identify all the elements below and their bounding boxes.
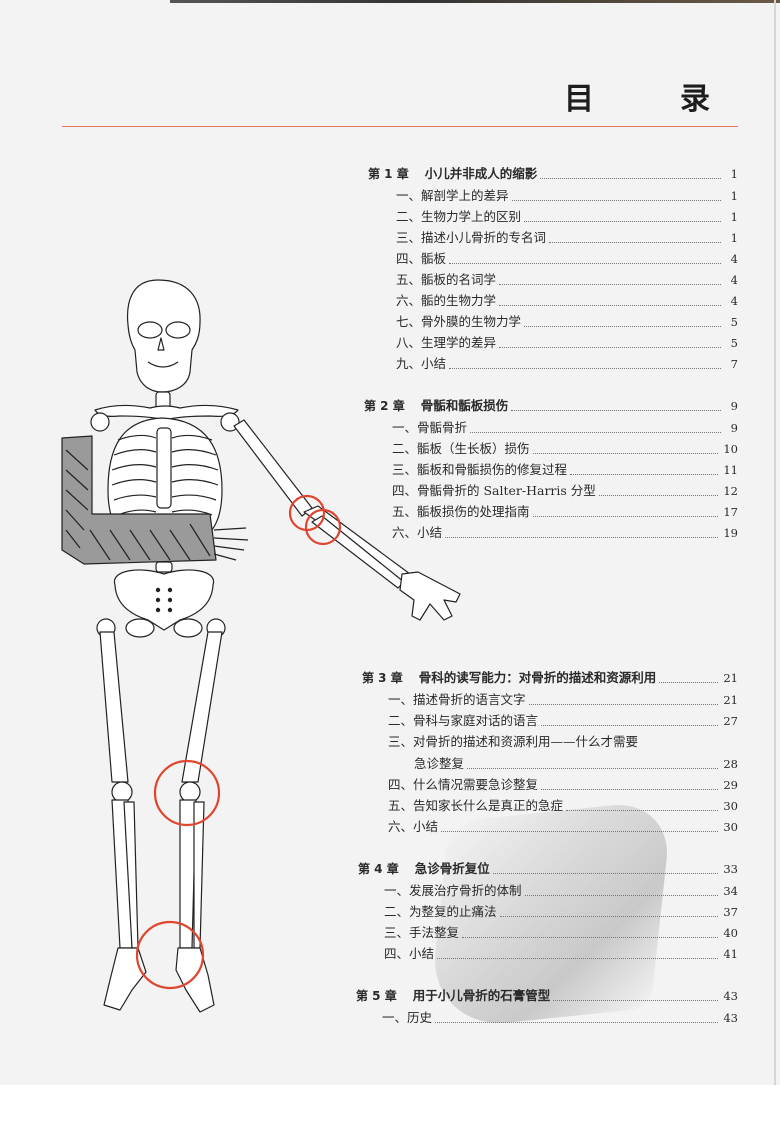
leader-dots xyxy=(553,1000,719,1001)
toc-section[interactable]: 三、对骨折的描述和资源利用——什么才需要 xyxy=(388,734,639,749)
highlight-circle-ankle xyxy=(135,920,205,990)
leader-dots xyxy=(492,873,719,874)
page-right-edge xyxy=(774,0,776,1085)
toc-chapter-2[interactable]: 第 2 章 骨骺和骺板损伤 9 xyxy=(364,398,738,413)
toc-chapter-4[interactable]: 第 4 章 急诊骨折复位 33 xyxy=(358,861,738,876)
highlight-circle-knee xyxy=(153,759,221,827)
leader-dots xyxy=(659,682,719,683)
leader-dots xyxy=(511,410,721,411)
toc-chapter-3[interactable]: 第 3 章 骨科的读写能力：对骨折的描述和资源利用 21 xyxy=(362,670,738,685)
toc-chapter-1[interactable]: 第 1 章 小儿并非成人的缩影 1 xyxy=(368,166,738,181)
leader-dots xyxy=(540,178,721,179)
skeleton-illustration xyxy=(61,279,461,1013)
page-title: 目 录 xyxy=(564,82,738,117)
book-page: 目 录 xyxy=(0,0,780,1085)
toc-chapter-5[interactable]: 第 5 章 用于小儿骨折的石膏管型 43 xyxy=(356,988,738,1003)
title-underline xyxy=(62,126,738,127)
page-top-edge xyxy=(170,0,780,3)
highlight-circle-elbow-lower xyxy=(304,508,342,546)
